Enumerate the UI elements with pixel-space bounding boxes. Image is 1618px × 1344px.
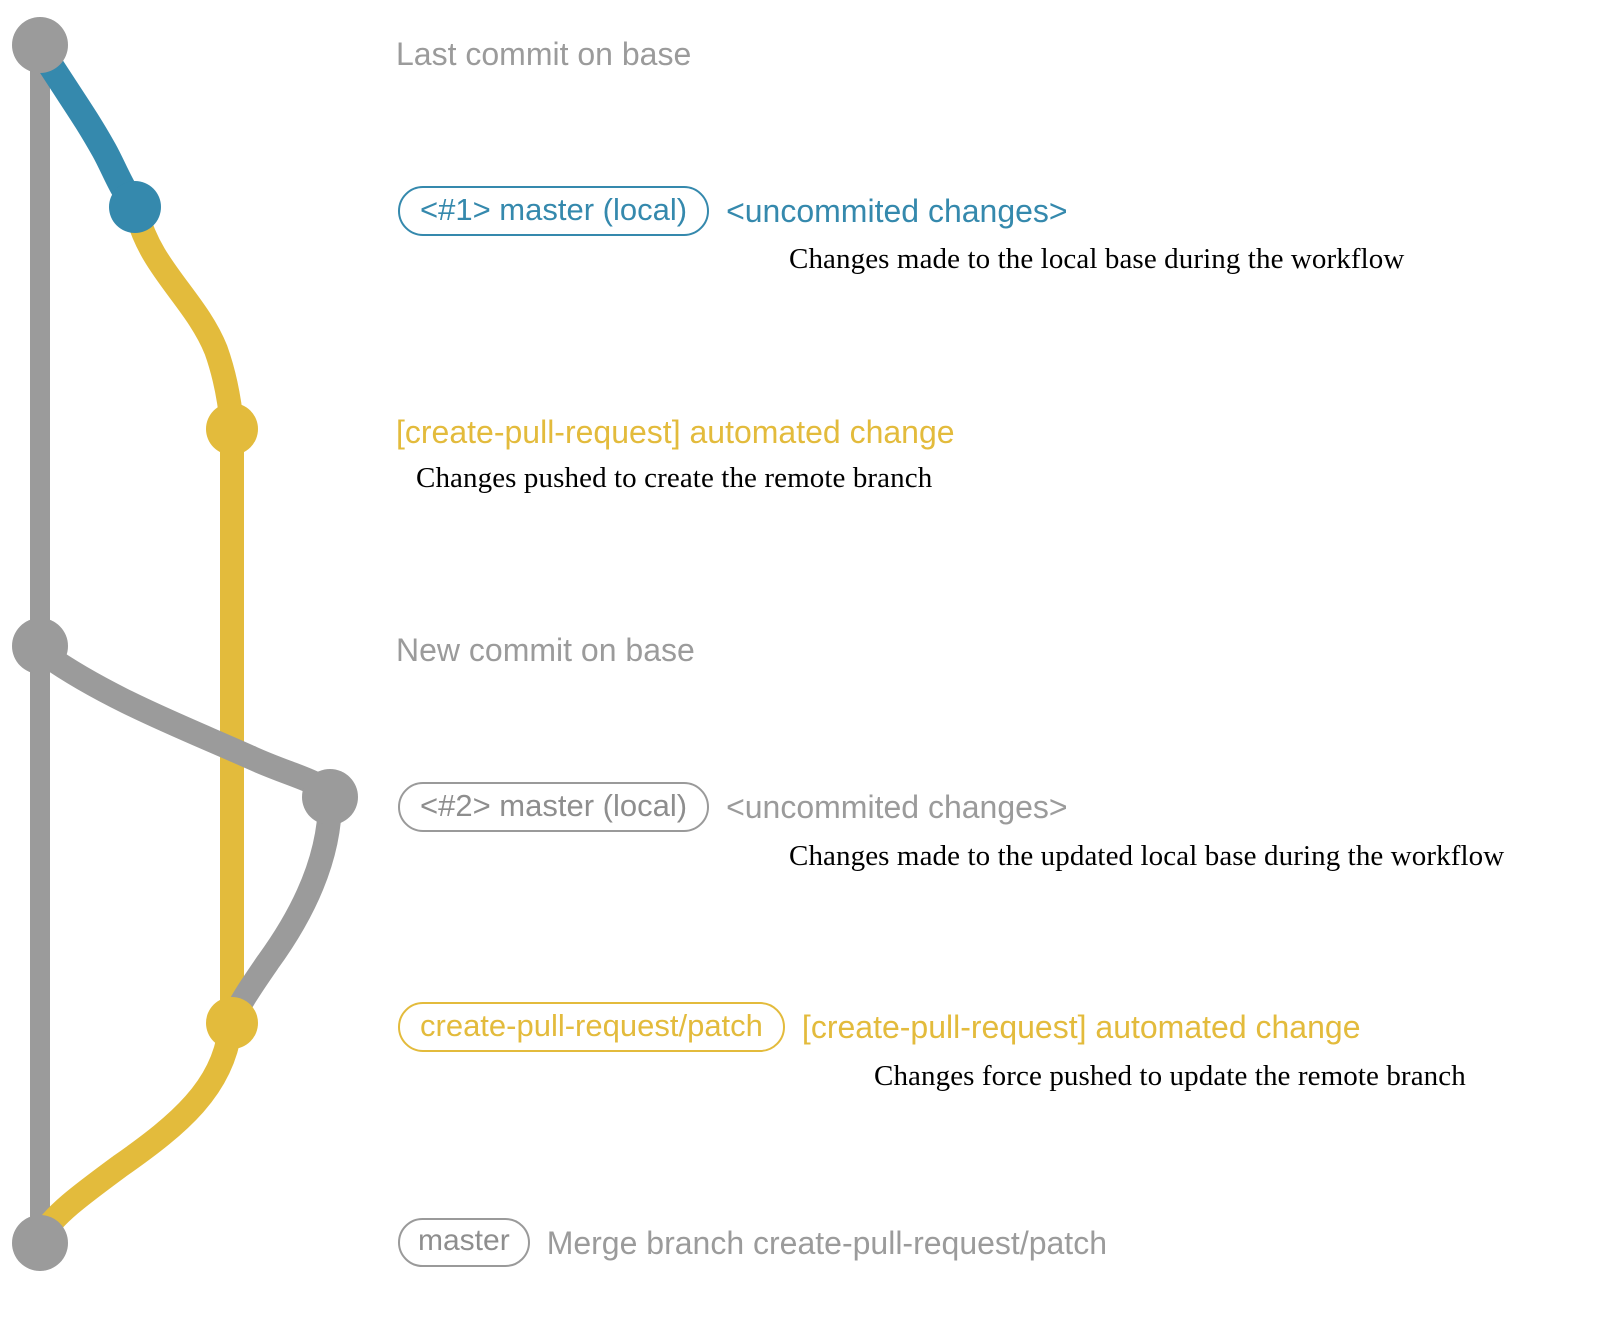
row-merge-commit: master Merge branch create-pull-request/… [398,1218,1107,1267]
node-base-new [12,618,68,674]
local-branch-line [29,39,146,216]
force-push-line [221,788,342,1032]
node-base-top [12,17,68,73]
badge-local-1[interactable]: <#1> master (local) [398,186,710,236]
description-automated-change-2: Changes force pushed to update the remot… [874,1060,1466,1092]
node-local-1 [109,181,161,233]
merge-line [30,1018,242,1248]
badge-local-2[interactable]: <#2> master (local) [398,782,710,832]
node-patch-1 [206,403,258,455]
rebase-branch-line [34,643,342,807]
node-patch-2 [206,997,258,1049]
description-local-1: Changes made to the local base during th… [789,243,1405,275]
description-local-2: Changes made to the updated local base d… [789,840,1505,872]
patch-branch-line-1 [125,201,244,438]
message-local-1: <uncommited changes> [726,193,1068,229]
badge-patch-branch[interactable]: create-pull-request/patch [398,1002,785,1052]
label-new-commit-on-base: New commit on base [396,632,695,668]
description-automated-change-1: Changes pushed to create the remote bran… [416,462,933,494]
row-local-2: <#2> master (local) <uncommited changes> [398,782,1068,832]
message-merge-commit: Merge branch create-pull-request/patch [546,1224,1107,1261]
node-master-merge [12,1215,68,1271]
row-automated-change-2: create-pull-request/patch [create-pull-r… [398,1002,1360,1052]
message-automated-change-1: [create-pull-request] automated change [396,414,955,450]
label-last-commit-on-base: Last commit on base [396,36,692,72]
message-automated-change-2: [create-pull-request] automated change [801,1009,1361,1045]
row-local-1: <#1> master (local) <uncommited changes> [398,186,1068,236]
badge-master[interactable]: master [398,1218,530,1267]
message-local-2: <uncommited changes> [726,789,1068,825]
node-local-2 [302,769,358,825]
